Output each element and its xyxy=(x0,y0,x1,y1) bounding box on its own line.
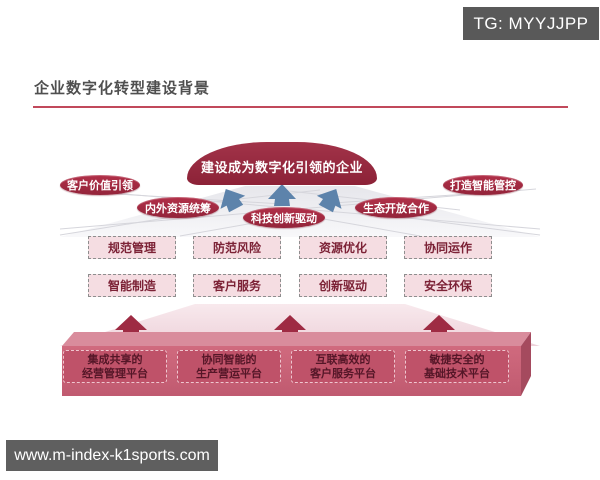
platform-box-line1: 敏捷安全的 xyxy=(429,353,485,366)
driver-ellipse-open-cooperation: 生态开放合作 xyxy=(355,197,437,218)
title-underline xyxy=(33,106,568,108)
blue-arrow-center xyxy=(268,184,296,206)
platform-top-face xyxy=(62,332,531,346)
capability-box-3: 资源优化 xyxy=(299,236,387,259)
blue-arrow-right xyxy=(316,189,342,213)
vision-text: 建设成为数字化引领的企业 xyxy=(200,160,363,175)
driver-ellipse-tech-innovation: 科技创新驱动 xyxy=(243,207,325,228)
capability-box-1: 规范管理 xyxy=(88,236,176,259)
platform-box-line2: 客户服务平台 xyxy=(310,367,376,380)
platform-box-line2: 经营管理平台 xyxy=(82,367,148,380)
platform-box-production: 协同智能的 生产营运平台 xyxy=(177,350,281,383)
blue-arrow-left xyxy=(220,189,246,213)
page-title: 企业数字化转型建设背景 xyxy=(34,80,211,97)
capability-box-6: 客户服务 xyxy=(193,274,281,297)
capability-box-7: 创新驱动 xyxy=(299,274,387,297)
platform-box-management: 集成共享的 经营管理平台 xyxy=(63,350,167,383)
platform-box-line2: 生产营运平台 xyxy=(196,367,262,380)
capability-box-2: 防范风险 xyxy=(193,236,281,259)
driver-ellipse-customer-value: 客户价值引领 xyxy=(60,175,140,195)
platform-box-technology: 敏捷安全的 基础技术平台 xyxy=(405,350,509,383)
capability-box-5: 智能制造 xyxy=(88,274,176,297)
platform-box-customer-service: 互联高效的 客户服务平台 xyxy=(291,350,395,383)
vision-banner: 建设成为数字化引领的企业 xyxy=(187,142,377,185)
driver-ellipse-resource-coordination: 内外资源统筹 xyxy=(137,197,219,218)
platform-box-line1: 协同智能的 xyxy=(201,353,257,366)
platform-side-face xyxy=(521,332,531,396)
driver-ellipse-smart-control: 打造智能管控 xyxy=(443,175,523,195)
capability-box-4: 协同运作 xyxy=(404,236,492,259)
blue-up-arrows xyxy=(220,184,342,213)
platform-box-line2: 基础技术平台 xyxy=(424,367,490,380)
watermark-url: www.m-index-k1sports.com xyxy=(6,440,218,471)
watermark-telegram: TG: MYYJJPP xyxy=(463,7,599,40)
capability-box-8: 安全环保 xyxy=(404,274,492,297)
platform-box-line1: 集成共享的 xyxy=(87,353,143,366)
platform-box-line1: 互联高效的 xyxy=(315,353,371,366)
